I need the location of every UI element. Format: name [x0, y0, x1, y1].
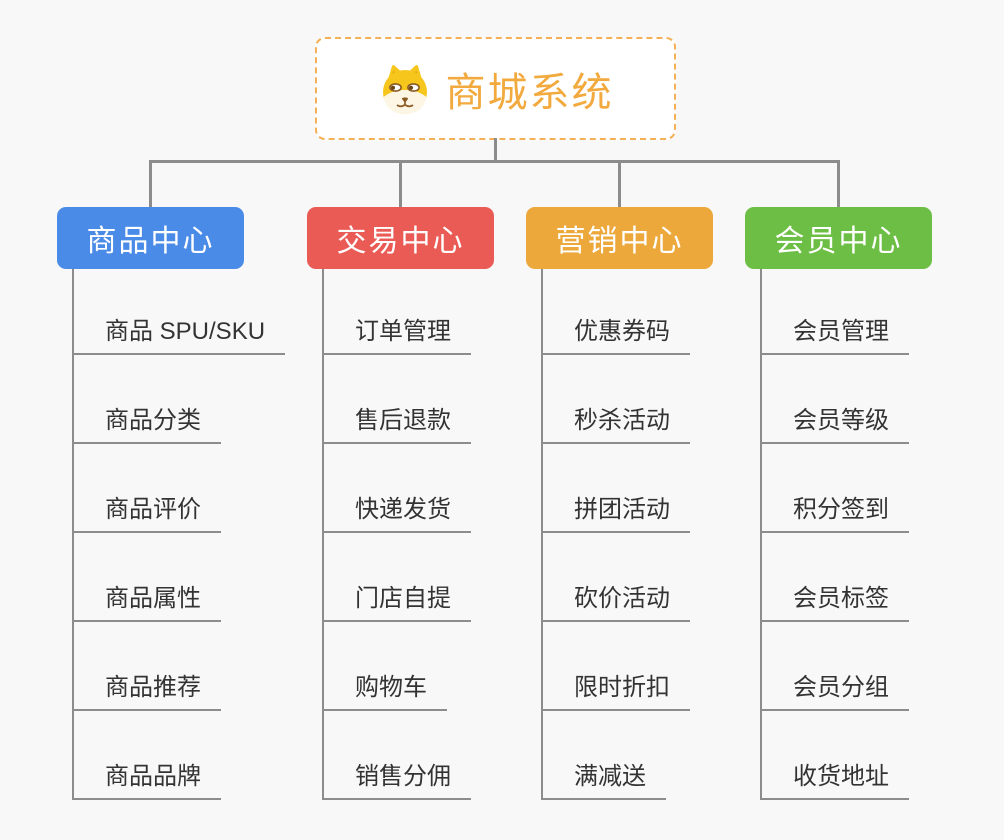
child-topic[interactable]: 限时折扣	[541, 622, 690, 711]
child-topic-label: 满减送	[541, 762, 666, 800]
child-topic-label: 收货地址	[760, 762, 909, 800]
child-topic[interactable]: 会员等级	[760, 355, 909, 444]
child-topic-label: 秒杀活动	[541, 406, 690, 444]
connector-root-drop	[494, 138, 497, 162]
child-topic-label: 会员标签	[760, 584, 909, 622]
child-topic[interactable]: 商品品牌	[72, 711, 285, 800]
connector-drop-branch-3	[618, 161, 621, 208]
child-topic[interactable]: 优惠券码	[541, 269, 690, 355]
branch-header-member-center[interactable]: 会员中心	[745, 207, 932, 269]
child-topic-label: 商品分类	[72, 406, 221, 444]
child-topic-label: 商品品牌	[72, 762, 221, 800]
child-topic-label: 门店自提	[322, 584, 471, 622]
connector-drop-branch-1	[149, 161, 152, 208]
branch-trunk-line	[760, 269, 762, 800]
child-topic-label: 优惠券码	[541, 317, 690, 355]
child-topic[interactable]: 会员分组	[760, 622, 909, 711]
branch-header-product-center[interactable]: 商品中心	[57, 207, 244, 269]
child-topic-label: 商品评价	[72, 495, 221, 533]
branch-header-trade-center[interactable]: 交易中心	[307, 207, 494, 269]
child-topic[interactable]: 满减送	[541, 711, 690, 800]
branch-trunk-line	[322, 269, 324, 800]
child-topic[interactable]: 购物车	[322, 622, 471, 711]
branch-trunk-line	[72, 269, 74, 800]
child-topic[interactable]: 订单管理	[322, 269, 471, 355]
child-topic-label: 商品 SPU/SKU	[72, 317, 286, 355]
child-topic[interactable]: 会员标签	[760, 533, 909, 622]
child-topic[interactable]: 商品属性	[72, 533, 285, 622]
child-topic[interactable]: 秒杀活动	[541, 355, 690, 444]
child-topic-label: 销售分佣	[322, 762, 471, 800]
child-topic[interactable]: 售后退款	[322, 355, 471, 444]
child-topic[interactable]: 砍价活动	[541, 533, 690, 622]
connector-drop-branch-2	[399, 161, 402, 208]
child-topic-list: 商品 SPU/SKU 商品分类商品评价商品属性商品推荐商品品牌	[72, 269, 286, 800]
child-topic[interactable]: 拼团活动	[541, 444, 690, 533]
child-topic-label: 砍价活动	[541, 584, 690, 622]
child-topic-list: 会员管理会员等级积分签到会员标签会员分组收货地址	[760, 269, 909, 800]
child-topic-label: 快递发货	[322, 495, 471, 533]
child-topic[interactable]: 收货地址	[760, 711, 909, 800]
child-topic[interactable]: 商品评价	[72, 444, 285, 533]
child-topic[interactable]: 商品推荐	[72, 622, 285, 711]
child-topic-label: 积分签到	[760, 495, 909, 533]
child-topic-label: 售后退款	[322, 406, 471, 444]
child-topic-label: 会员管理	[760, 317, 909, 355]
child-topic-label: 商品推荐	[72, 673, 221, 711]
child-topic[interactable]: 商品 SPU/SKU	[72, 269, 286, 355]
child-topic[interactable]: 门店自提	[322, 533, 471, 622]
connector-bus	[149, 160, 840, 163]
child-topic[interactable]: 积分签到	[760, 444, 909, 533]
child-topic-list: 订单管理售后退款快递发货门店自提购物车销售分佣	[322, 269, 471, 800]
branch-header-marketing-center[interactable]: 营销中心	[526, 207, 713, 269]
dog-face-icon	[382, 64, 427, 114]
child-topic-label: 限时折扣	[541, 673, 690, 711]
root-topic-label: 商城系统	[445, 70, 614, 115]
child-topic-label: 商品属性	[72, 584, 221, 622]
child-topic-list: 优惠券码秒杀活动拼团活动砍价活动限时折扣满减送	[541, 269, 690, 800]
child-topic-label: 订单管理	[322, 317, 471, 355]
child-topic[interactable]: 销售分佣	[322, 711, 471, 800]
child-topic-label: 拼团活动	[541, 495, 690, 533]
child-topic-label: 购物车	[322, 673, 447, 711]
child-topic[interactable]: 商品分类	[72, 355, 285, 444]
root-topic[interactable]: 商城系统	[315, 37, 676, 140]
child-topic[interactable]: 快递发货	[322, 444, 471, 533]
branch-trunk-line	[541, 269, 543, 800]
child-topic[interactable]: 会员管理	[760, 269, 909, 355]
child-topic-label: 会员等级	[760, 406, 909, 444]
connector-drop-branch-4	[837, 161, 840, 208]
child-topic-label: 会员分组	[760, 673, 909, 711]
